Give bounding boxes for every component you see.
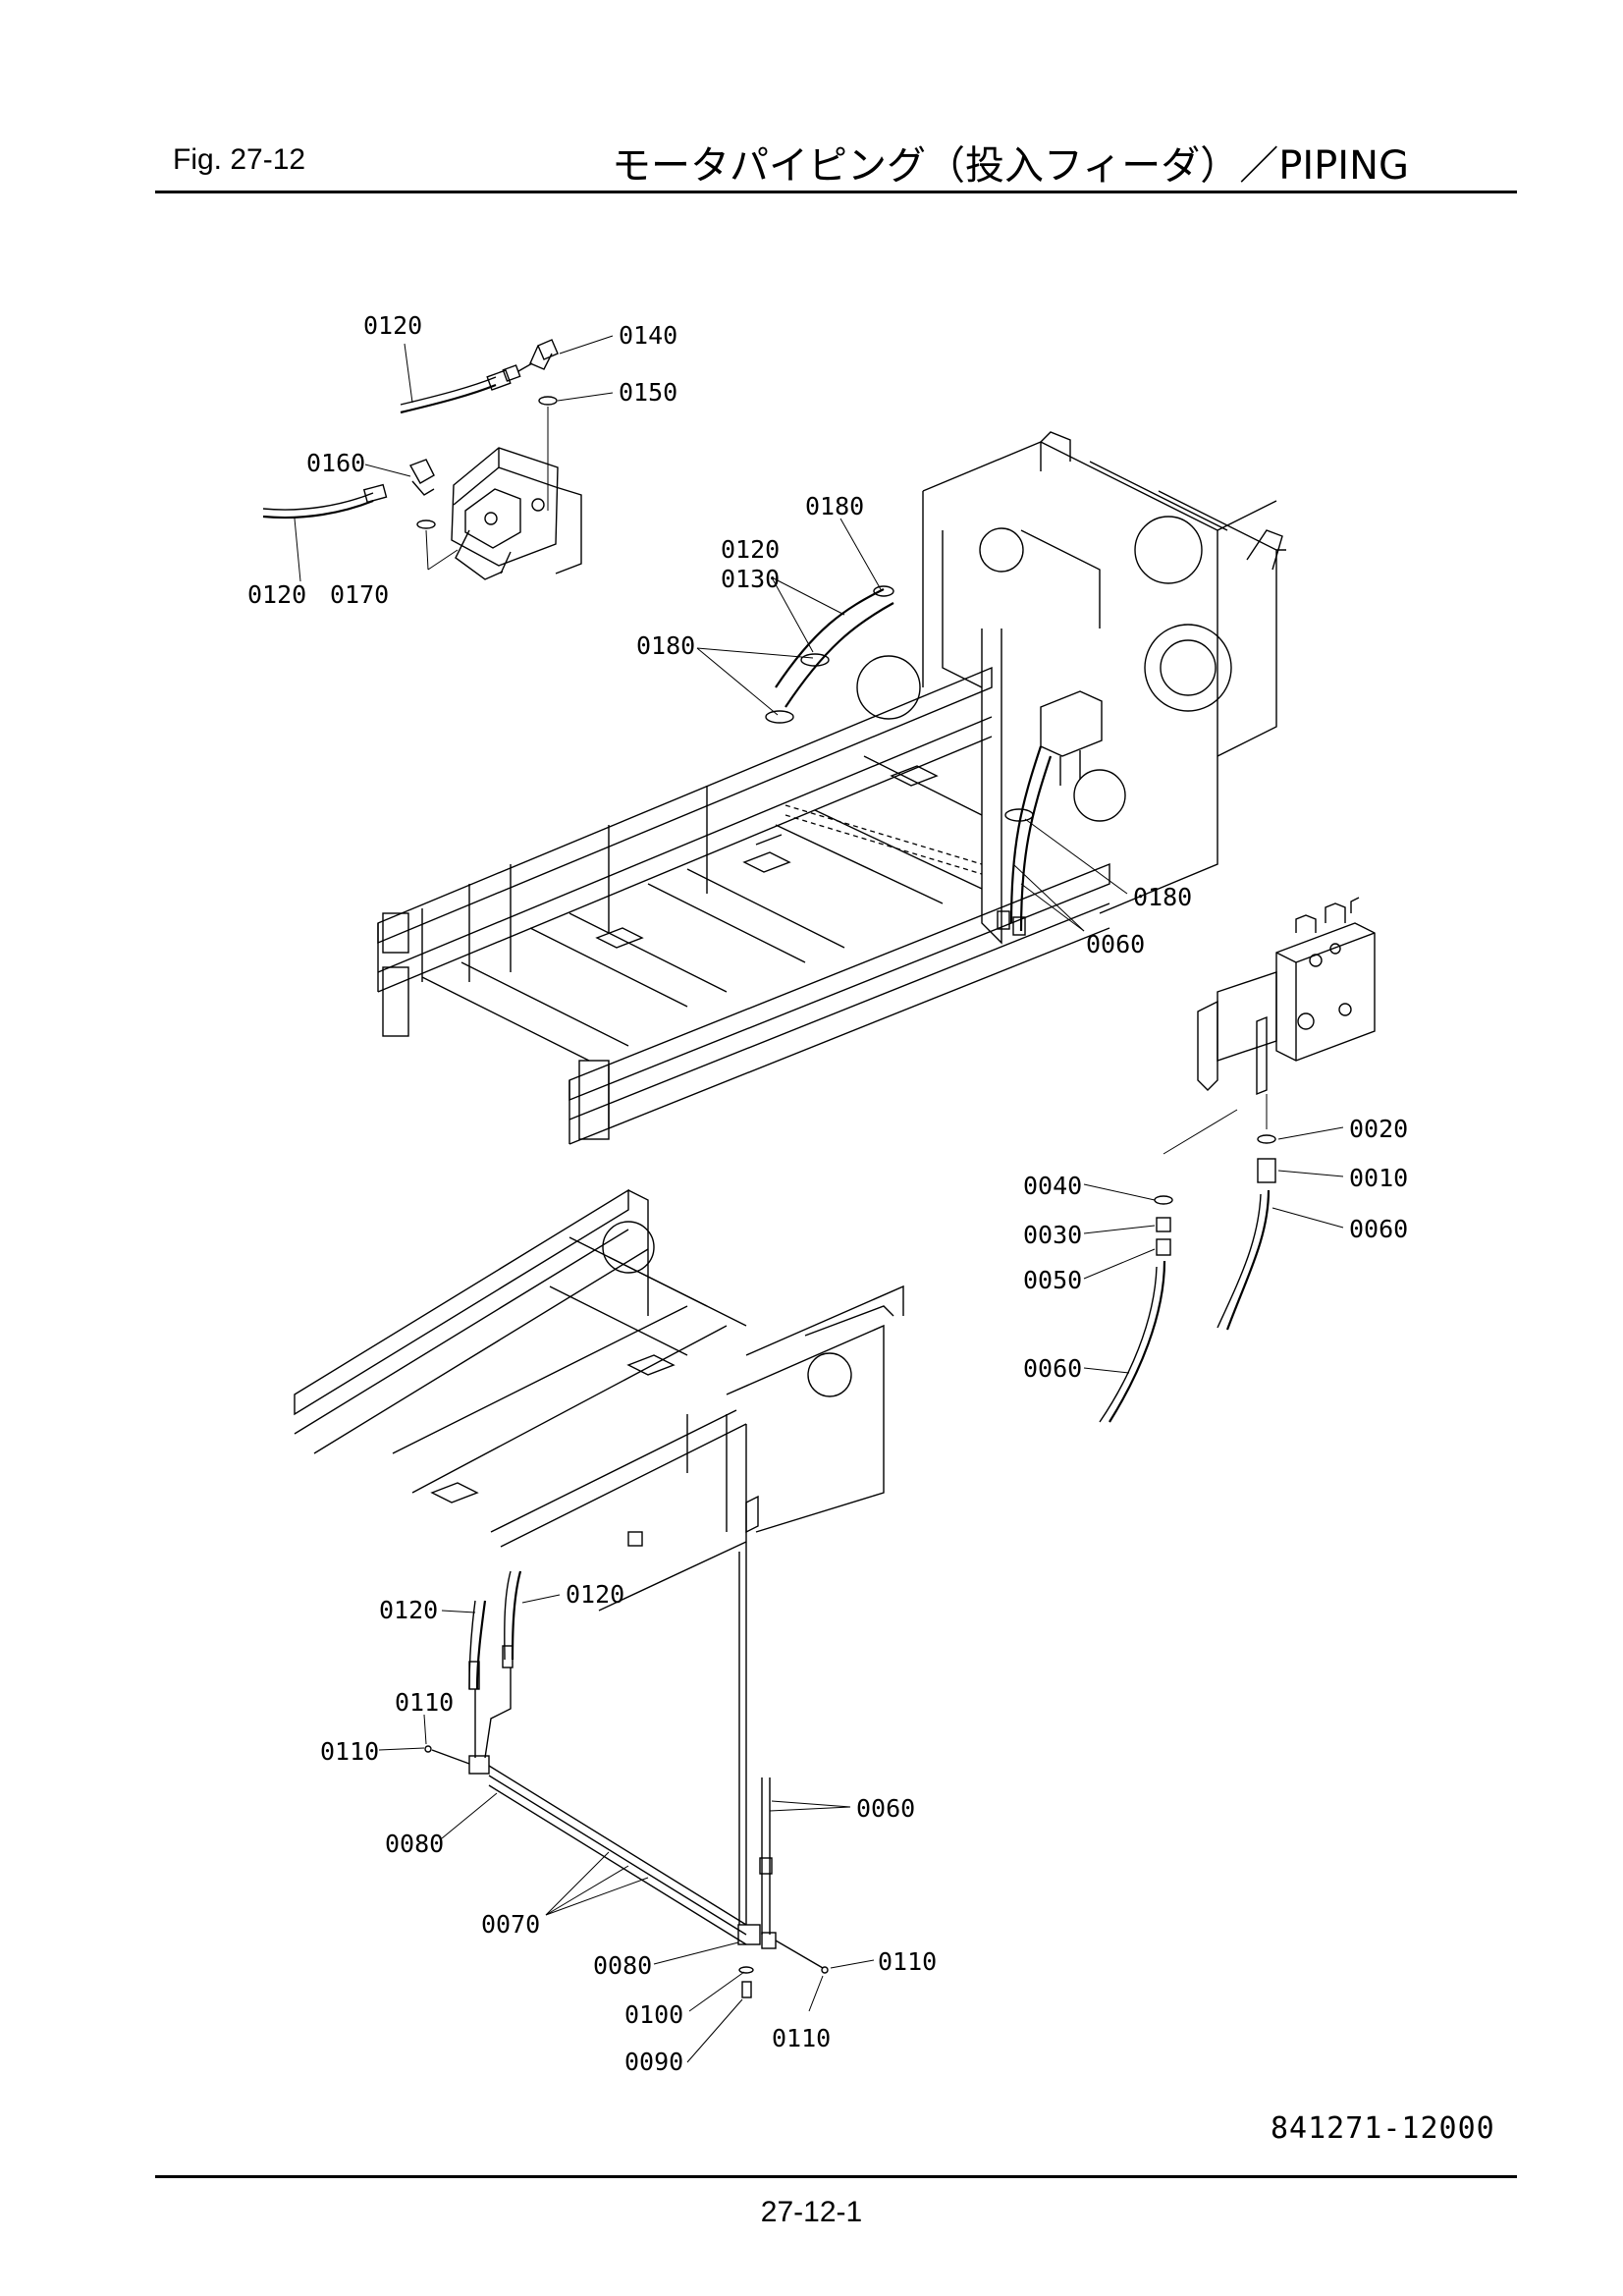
figure-label: Fig. 27-12 (173, 143, 306, 176)
callout-0180: 0180 (636, 631, 695, 660)
callout-0060: 0060 (1349, 1215, 1408, 1243)
callout-0120: 0120 (721, 535, 780, 564)
feeder-frame-lower (294, 1188, 904, 1925)
callout-0180: 0180 (1133, 883, 1192, 911)
callout-labels: 0120 0140 0150 0160 0120 0170 0180 0120 … (247, 311, 1408, 2076)
lower-pipe-assembly (424, 1570, 829, 1998)
callout-0080: 0080 (593, 1951, 652, 1980)
callout-0020: 0020 (1349, 1115, 1408, 1143)
footer-rule (155, 2175, 1517, 2178)
callout-0040: 0040 (1023, 1172, 1082, 1200)
callout-0100: 0100 (624, 2000, 683, 2029)
callout-0120: 0120 (247, 580, 306, 609)
callout-0060: 0060 (856, 1794, 915, 1823)
callout-0060: 0060 (1023, 1354, 1082, 1383)
callout-0120: 0120 (566, 1580, 624, 1609)
callout-0150: 0150 (619, 378, 677, 407)
page-title: モータパイピング（投入フィーダ）／PIPING (612, 143, 1409, 189)
feeder-frame-upper (377, 431, 1286, 1145)
callout-0080: 0080 (385, 1830, 444, 1858)
callout-0110: 0110 (878, 1947, 937, 1976)
callout-0180: 0180 (805, 492, 864, 520)
page-number: 27-12-1 (760, 2196, 863, 2228)
callout-0120: 0120 (363, 311, 422, 340)
callout-0070: 0070 (481, 1910, 540, 1939)
callout-0110: 0110 (320, 1737, 379, 1766)
callout-0140: 0140 (619, 321, 677, 350)
header-rule (155, 191, 1517, 193)
callout-0170: 0170 (330, 580, 389, 609)
callout-0110: 0110 (395, 1688, 454, 1717)
drawing-number: 841271-12000 (1271, 2111, 1495, 2146)
leader-lines (294, 335, 1344, 2063)
motor-fittings-detail (262, 339, 582, 580)
callout-0090: 0090 (624, 2048, 683, 2076)
callout-0060: 0060 (1086, 930, 1145, 958)
callout-0160: 0160 (306, 449, 365, 477)
valve-block-detail (1099, 897, 1376, 1423)
callout-0030: 0030 (1023, 1221, 1082, 1249)
callout-0130: 0130 (721, 565, 780, 593)
callout-0050: 0050 (1023, 1266, 1082, 1294)
callout-0010: 0010 (1349, 1164, 1408, 1192)
callout-0110: 0110 (772, 2024, 831, 2052)
callout-0120: 0120 (379, 1596, 438, 1624)
